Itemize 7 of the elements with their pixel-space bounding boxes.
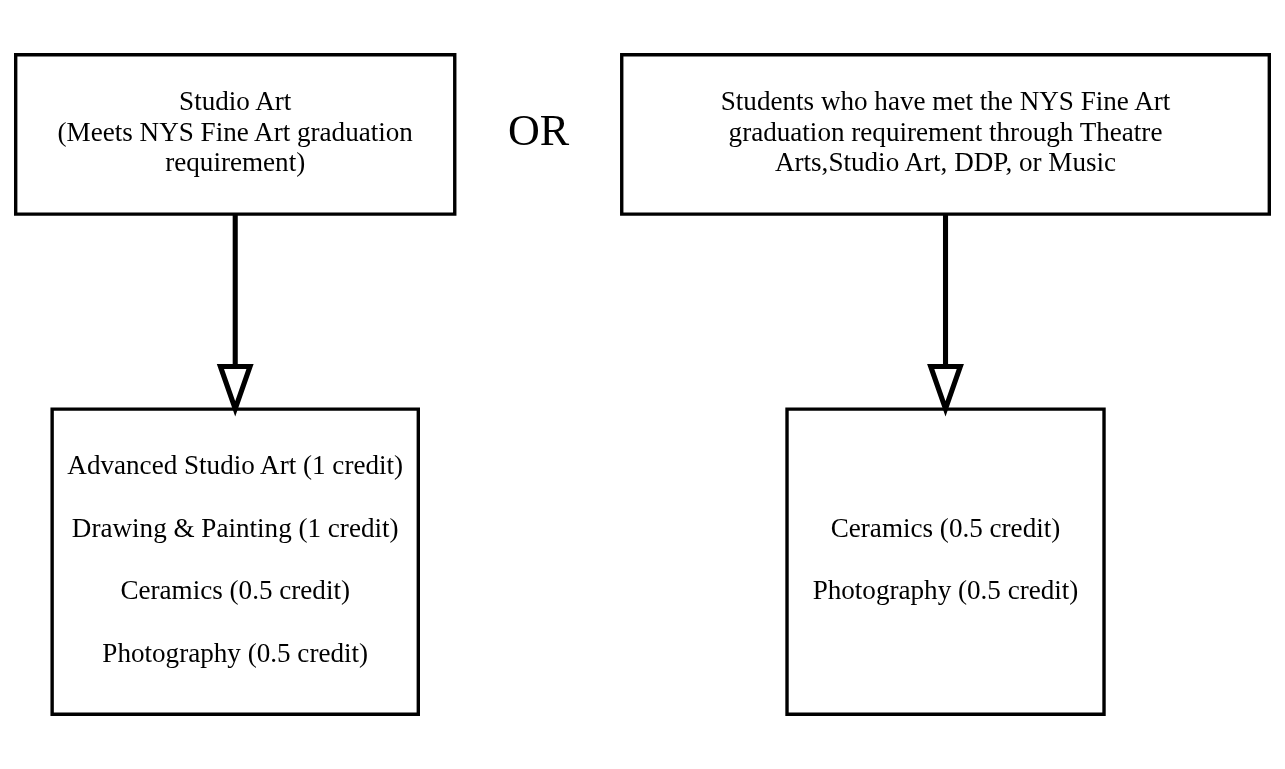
- arrow: [216, 214, 254, 417]
- node-box: Ceramics (0.5 credit) Photography (0.5 credit): [785, 407, 1106, 716]
- node-box: Advanced Studio Art (1 credit) Drawing & Painting (1 credit) Ceramics (0.5 credit) Photography (0.5 credit): [50, 407, 420, 716]
- label: OR: [508, 106, 570, 156]
- node-box: Students who have met the NYS Fine Art graduation requirement through Theatre Arts,Studio Art, DDP, or Music: [620, 53, 1271, 216]
- arrow: [927, 214, 964, 417]
- node-box: Studio Art (Meets NYS Fine Art graduation requirement): [14, 53, 457, 216]
